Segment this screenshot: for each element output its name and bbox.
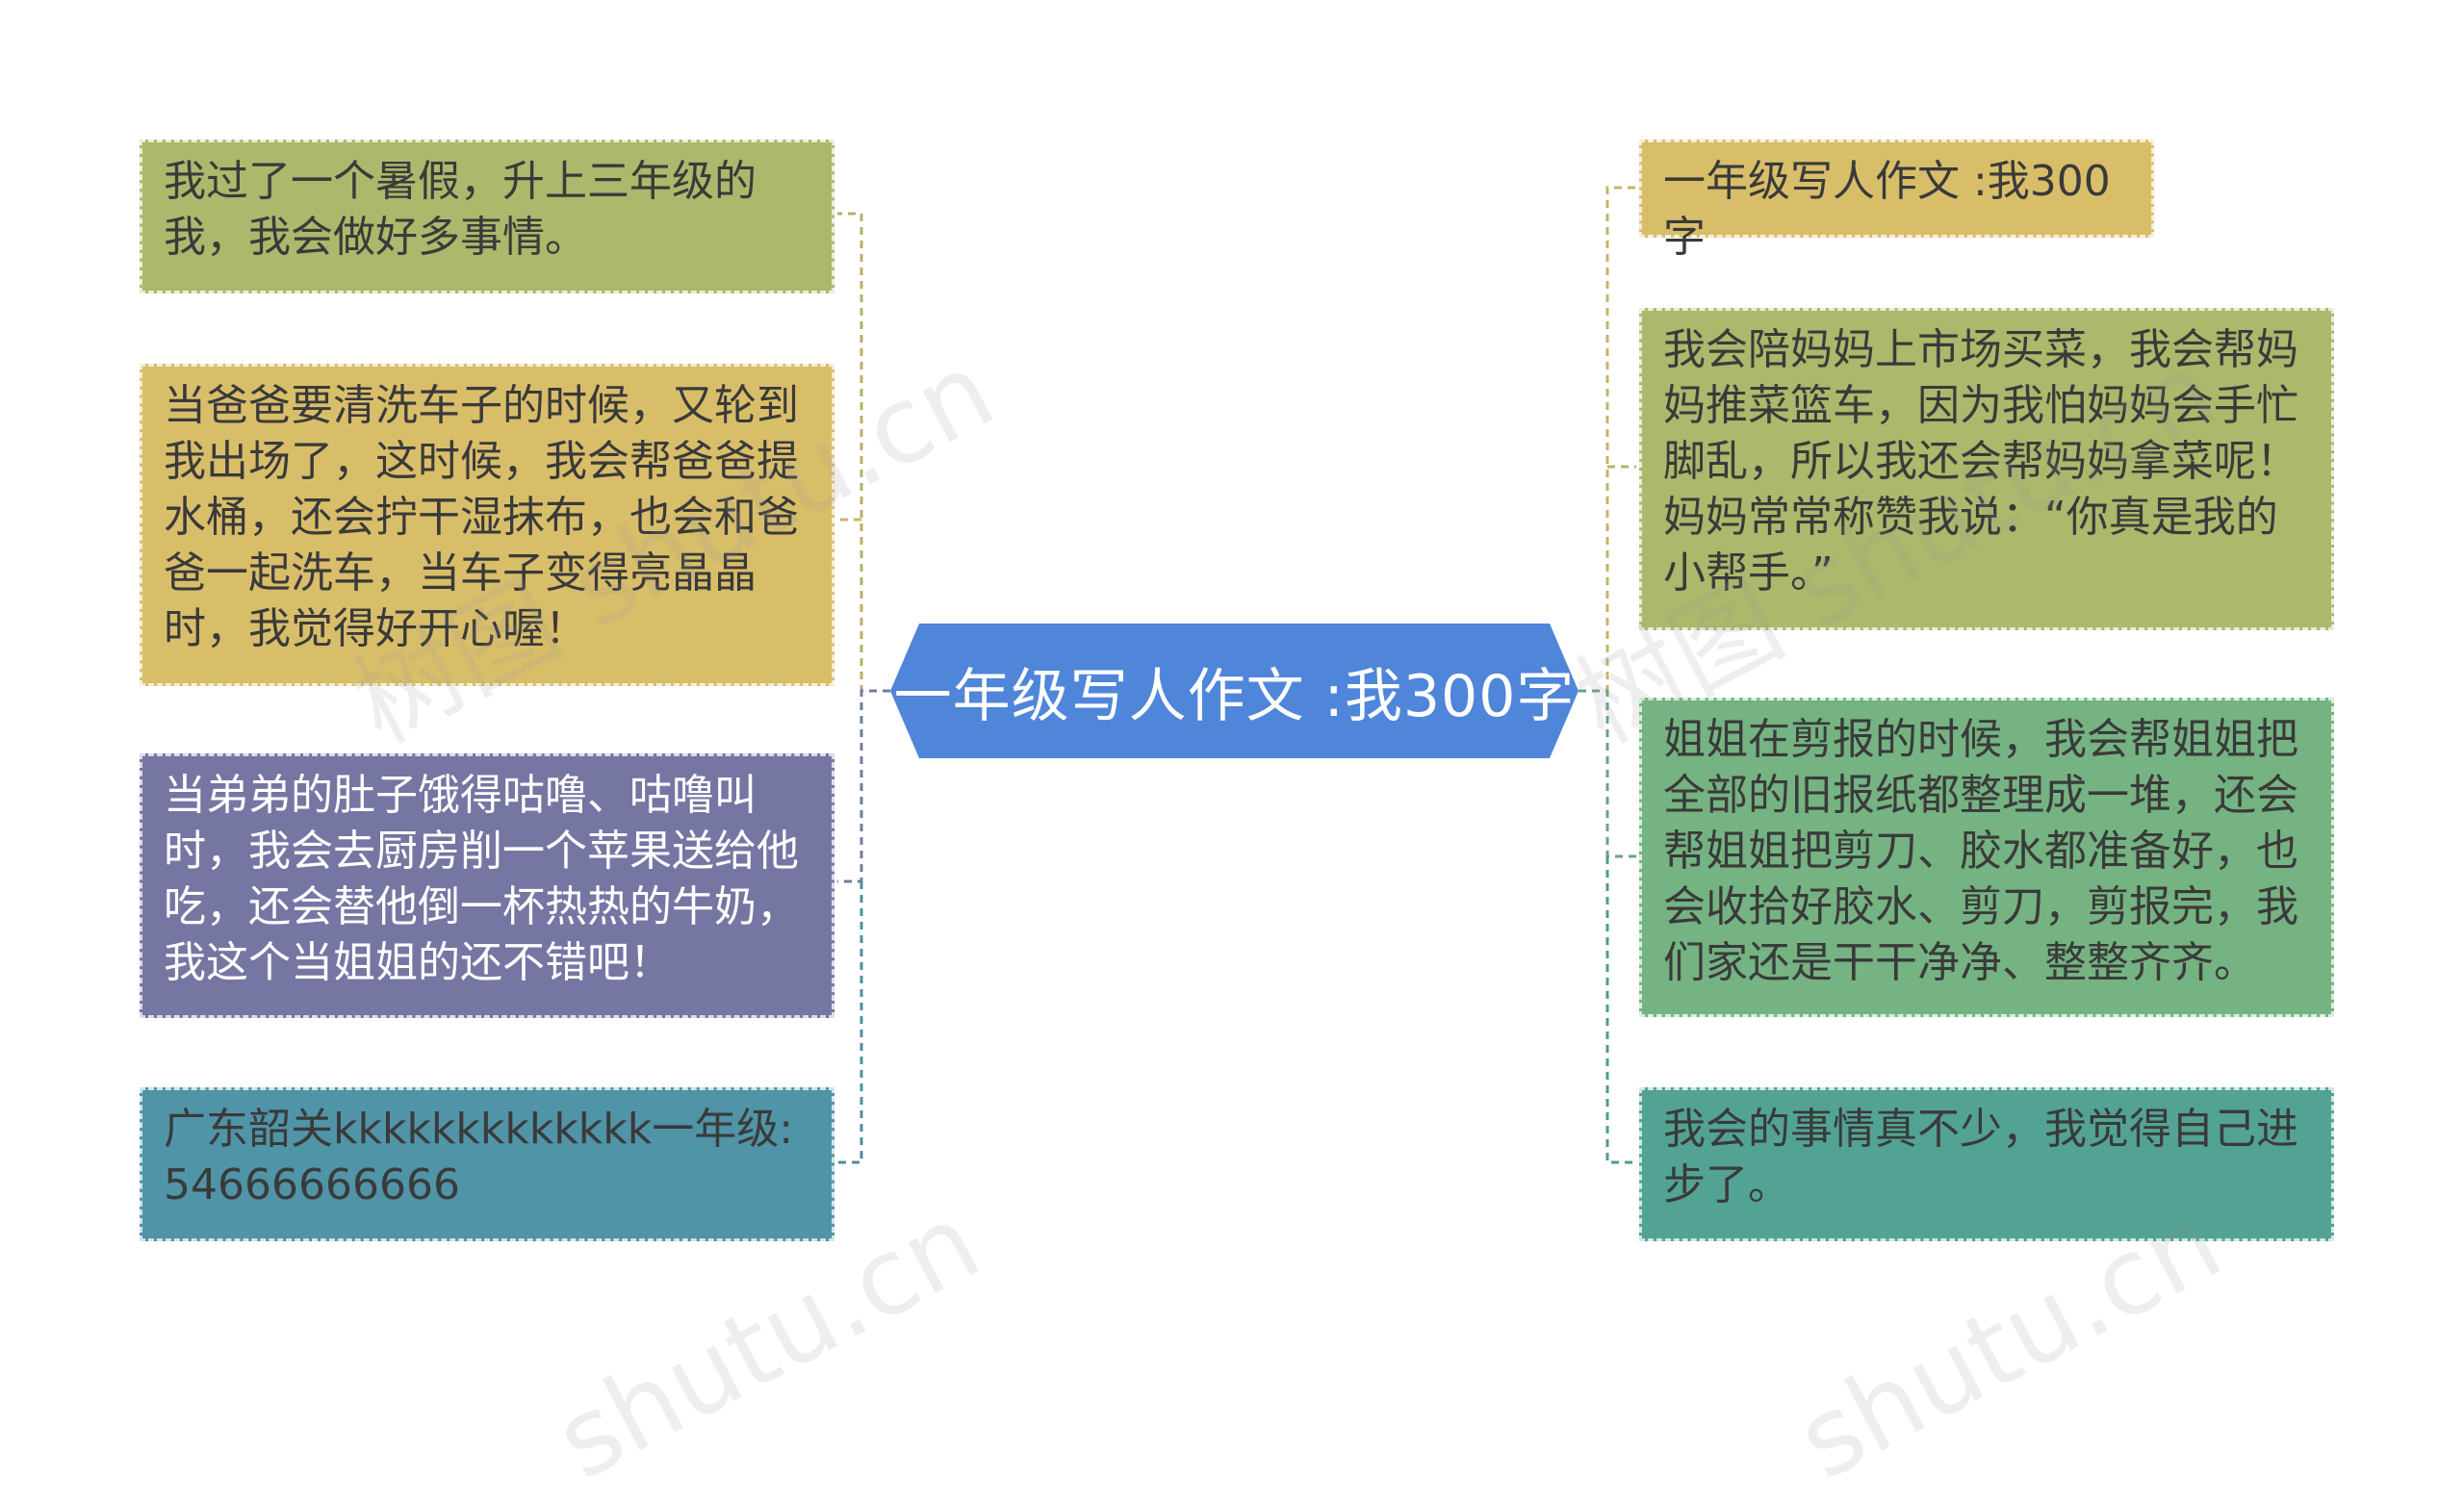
right-node-4-text: 我会的事情真不少，我觉得自己进步了。 xyxy=(1663,1105,2298,1210)
right-node-1-text: 一年级写人作文 :我300字 xyxy=(1663,157,2111,262)
central-topic-shape xyxy=(890,624,1578,758)
left-node-3[interactable]: 当弟弟的肚子饿得咕噜、咕噜叫时，我会去厨房削一个苹果送给他吃，还会替他倒一杯热热… xyxy=(140,753,834,1018)
central-topic-label: 一年级写人作文 :我300字 xyxy=(893,662,1576,730)
left-node-1-text: 我过了一个暑假，升上三年级的我，我会做好多事情。 xyxy=(164,157,757,262)
left-node-4[interactable]: 广东韶关kkkkkkkkkkkkk一年级:54666666666 xyxy=(140,1087,834,1241)
connector-right-1 xyxy=(1578,186,1636,693)
mind-map-canvas: 一年级写人作文 :我300字 我过了一个暑假，升上三年级的我，我会做好多事情。 … xyxy=(140,140,2334,1503)
right-node-1[interactable]: 一年级写人作文 :我300字 xyxy=(1639,140,2154,262)
connector-left-4 xyxy=(837,881,863,1164)
central-topic[interactable]: 一年级写人作文 :我300字 xyxy=(890,624,1578,758)
connector-lines xyxy=(837,186,1636,1164)
connector-right-4 xyxy=(1605,856,1636,1164)
left-node-2-text: 当爸爸要清洗车子的时候，又轮到我出场了，这时候，我会帮爸爸提水桶，还会拧干湿抹布… xyxy=(164,381,799,653)
left-node-2[interactable]: 当爸爸要清洗车子的时候，又轮到我出场了，这时候，我会帮爸爸提水桶，还会拧干湿抹布… xyxy=(140,364,834,686)
right-node-2-text: 我会陪妈妈上市场买菜，我会帮妈妈推菜篮车，因为我怕妈妈会手忙脚乱，所以我还会帮妈… xyxy=(1663,325,2298,598)
right-node-3[interactable]: 姐姐在剪报的时候，我会帮姐姐把全部的旧报纸都整理成一堆，还会帮姐姐把剪刀、胶水都… xyxy=(1639,698,2334,1017)
connector-right-3 xyxy=(1578,689,1636,858)
right-node-3-text: 姐姐在剪报的时候，我会帮姐姐把全部的旧报纸都整理成一堆，还会帮姐姐把剪刀、胶水都… xyxy=(1663,715,2298,987)
right-node-4[interactable]: 我会的事情真不少，我觉得自己进步了。 xyxy=(1639,1087,2334,1241)
left-node-4-text: 广东韶关kkkkkkkkkkkkk一年级:54666666666 xyxy=(164,1105,794,1210)
connector-left-3 xyxy=(837,689,890,883)
connector-left-1 xyxy=(837,212,890,693)
left-node-1[interactable]: 我过了一个暑假，升上三年级的我，我会做好多事情。 xyxy=(140,140,834,293)
left-node-3-text: 当弟弟的肚子饿得咕噜、咕噜叫时，我会去厨房削一个苹果送给他吃，还会替他倒一杯热热… xyxy=(164,771,799,987)
right-node-2[interactable]: 我会陪妈妈上市场买菜，我会帮妈妈推菜篮车，因为我怕妈妈会手忙脚乱，所以我还会帮妈… xyxy=(1639,308,2334,630)
